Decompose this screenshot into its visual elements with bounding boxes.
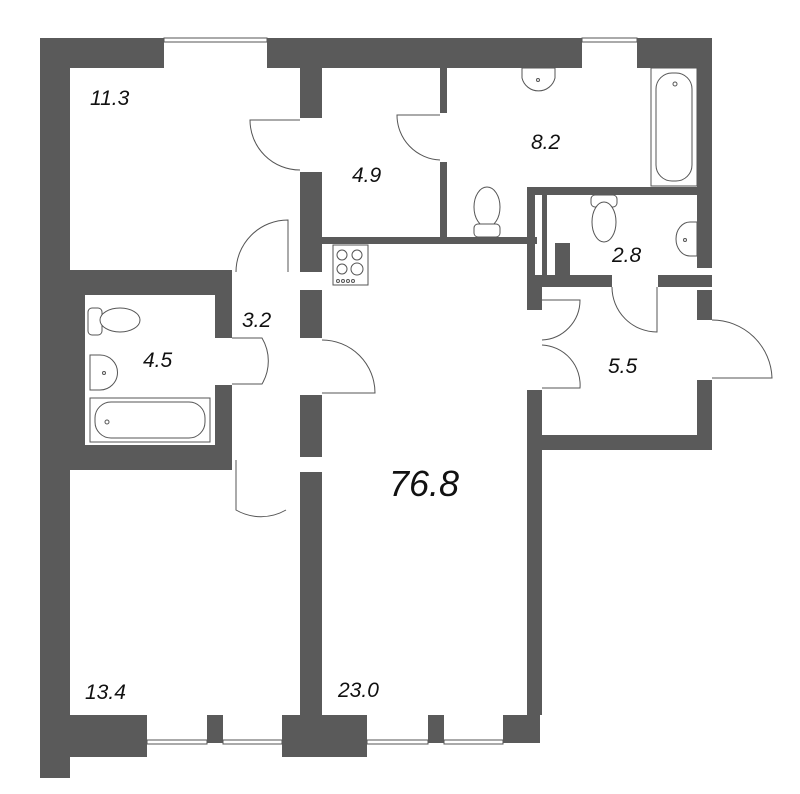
room-area-bedroom-1: 11.3 (90, 87, 130, 110)
room-area-corridor-1: 4.9 (352, 164, 382, 187)
room-area-entrance: 5.5 (608, 355, 638, 378)
toilet-icon (99, 307, 141, 333)
total-area: 76.8 (389, 463, 460, 504)
doors (232, 114, 773, 518)
room-area-bathroom-2: 4.5 (143, 349, 173, 372)
room-area-toilet: 2.8 (612, 244, 642, 267)
fixtures (87, 67, 698, 443)
windows (146, 37, 638, 745)
room-area-bedroom-2: 13.4 (85, 681, 126, 704)
room-area-kitchen-living: 23.0 (338, 679, 379, 702)
room-area-hall: 3.2 (242, 309, 272, 332)
walls (40, 38, 712, 778)
room-area-bathroom-1: 8.2 (531, 131, 561, 154)
toilet-icon (591, 201, 617, 243)
toilet-icon (473, 186, 501, 228)
